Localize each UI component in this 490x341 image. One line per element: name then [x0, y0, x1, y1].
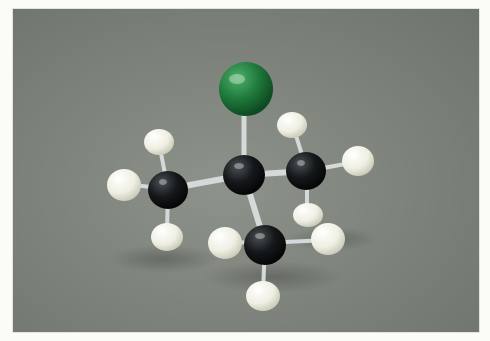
hydrogen-atoms-front — [107, 146, 374, 311]
hydrogen-atoms-back — [144, 112, 323, 227]
hydrogen-atom — [293, 203, 323, 227]
shadow — [108, 245, 218, 273]
hydrogen-atom — [107, 169, 141, 201]
carbon-atom — [148, 171, 188, 209]
hydrogen-atom — [151, 223, 183, 251]
carbon-atom — [286, 152, 326, 190]
carbon-atoms — [148, 152, 326, 265]
chlorine-atom — [219, 62, 273, 116]
molecule-photo — [12, 8, 480, 333]
carbon-atom-central — [223, 155, 265, 195]
hydrogen-atom — [311, 223, 345, 255]
hydrogen-atom — [342, 146, 374, 176]
hydrogen-atom — [144, 129, 174, 155]
specular-highlights — [159, 74, 305, 239]
hydrogen-atom — [208, 227, 242, 259]
molecule-model-illustration — [13, 9, 479, 332]
carbon-atom — [244, 225, 286, 265]
shadow — [203, 261, 343, 293]
hydrogen-atom — [246, 281, 280, 311]
hydrogen-atom — [277, 112, 307, 138]
